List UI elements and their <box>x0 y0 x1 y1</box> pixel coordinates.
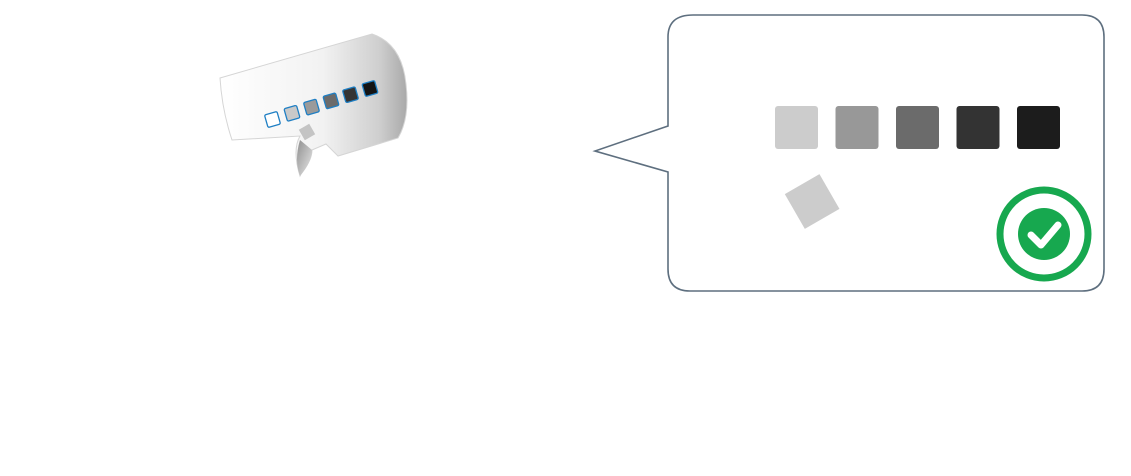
swatch-dark <box>956 106 1000 149</box>
card-swatch <box>342 86 359 104</box>
card-swatch <box>283 104 301 122</box>
swatch-light <box>835 106 879 149</box>
card-swatch <box>322 92 340 110</box>
speech-bubble <box>592 14 1105 292</box>
check-circle-icon <box>996 186 1092 282</box>
card-swatch <box>264 111 281 128</box>
card-swatch-row <box>264 80 379 128</box>
swatch-row <box>775 106 1060 149</box>
swatch-darkest <box>1017 106 1060 149</box>
swatch-lightest <box>775 106 818 149</box>
check-mark <box>1027 221 1062 249</box>
card-flap <box>297 140 312 176</box>
card-swatch <box>361 80 379 97</box>
card-swatch <box>303 98 320 116</box>
bubble-outline <box>592 14 1105 292</box>
curled-card-icon <box>219 33 408 178</box>
card-small-square <box>298 123 316 141</box>
loose-gray-square <box>784 174 840 229</box>
swatch-mid <box>896 106 939 149</box>
